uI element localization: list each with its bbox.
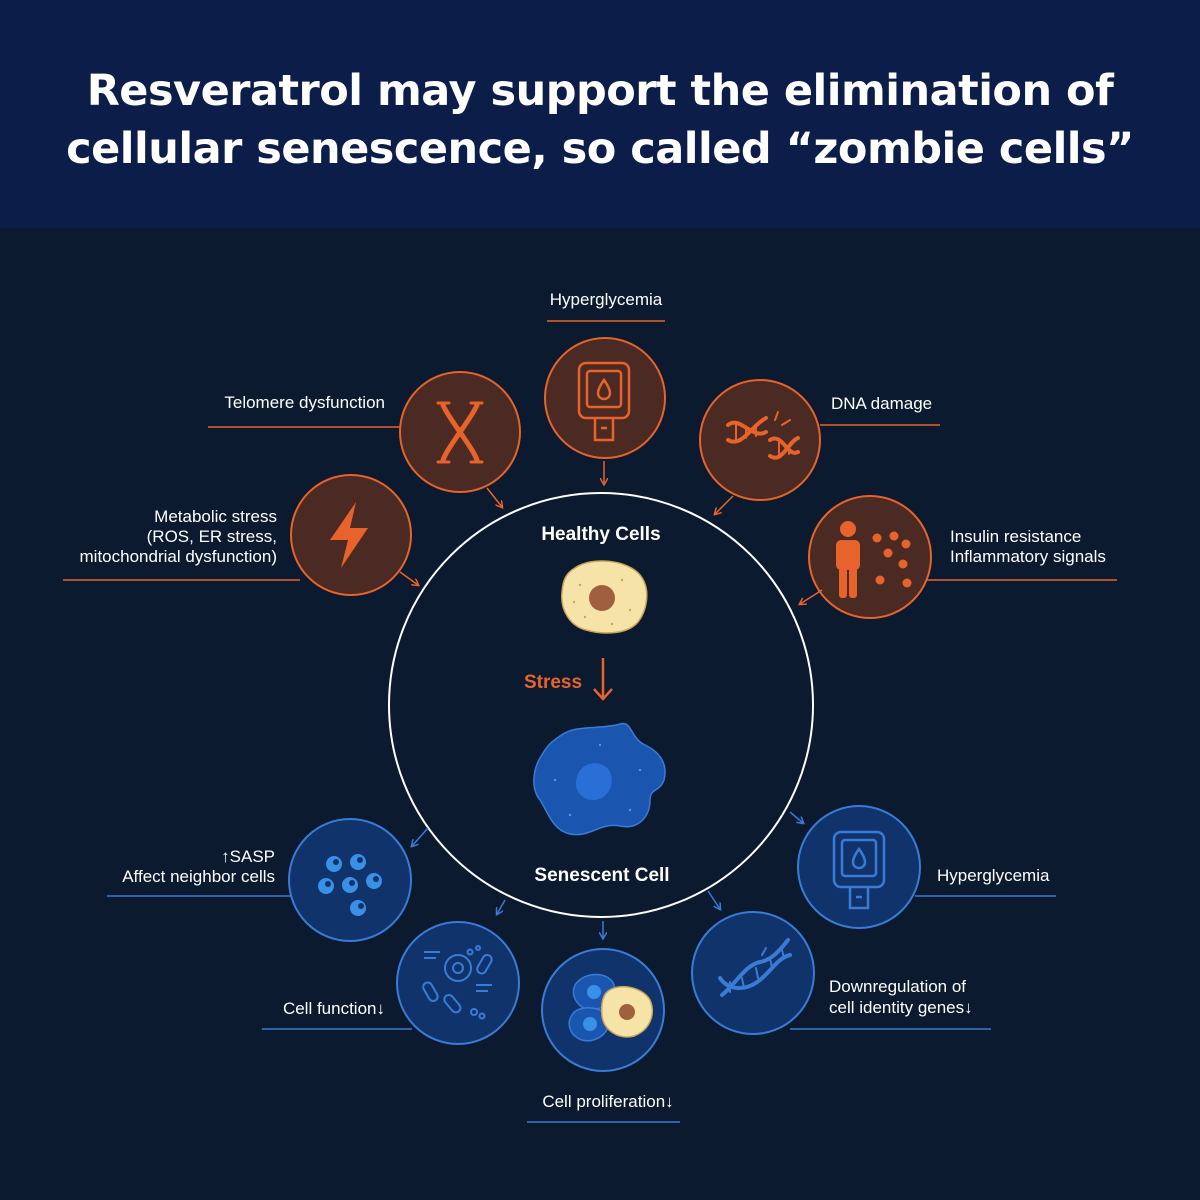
- effect-downregulation: Downregulation of cell identity genes↓: [691, 890, 991, 1035]
- title-line-1: Resveratrol may support the elimination …: [86, 66, 1114, 116]
- senescent-cell-icon: [533, 722, 666, 836]
- effect-cell-function-label: Cell function↓: [283, 999, 385, 1018]
- effect-sasp-label-2: Affect neighbor cells: [122, 867, 275, 886]
- cause-hyperglycemia: Hyperglycemia: [544, 290, 666, 484]
- broken-dna-icon: [726, 411, 800, 460]
- lightning-icon: [330, 502, 368, 568]
- dna-icon: [718, 938, 792, 997]
- effect-downregulation-label-1: Downregulation of: [829, 977, 966, 996]
- glucose-meter-icon: [577, 361, 631, 442]
- stress-label: Stress: [524, 672, 582, 693]
- effect-hyperglycemia: Hyperglycemia: [789, 805, 1056, 929]
- effect-sasp: ↑SASP Affect neighbor cells: [107, 818, 429, 942]
- person-inflammation-icon: [836, 521, 912, 598]
- healthy-cell-icon: [561, 560, 648, 634]
- chromosome-icon: [436, 401, 484, 464]
- cause-telomere-label: Telomere dysfunction: [224, 393, 385, 412]
- healthy-cells-label: Healthy Cells: [541, 524, 660, 545]
- cause-insulin-label-2: Inflammatory signals: [950, 547, 1106, 566]
- stress-arrow-icon: [593, 658, 613, 701]
- effect-downregulation-label-2: cell identity genes↓: [829, 998, 973, 1017]
- cause-hyperglycemia-label: Hyperglycemia: [550, 290, 663, 309]
- cell-cluster-icon: [568, 973, 654, 1042]
- page-title: Resveratrol may support the elimination …: [0, 62, 1200, 178]
- cause-telomere: Telomere dysfunction: [208, 371, 521, 507]
- cause-metabolic-label-3: mitochondrial dysfunction): [80, 547, 277, 566]
- effect-cell-proliferation: Cell proliferation↓: [527, 921, 680, 1123]
- cause-metabolic-label-1: Metabolic stress: [154, 507, 277, 526]
- cause-metabolic-stress: Metabolic stress (ROS, ER stress, mitoch…: [63, 474, 418, 596]
- effect-cell-proliferation-label: Cell proliferation↓: [542, 1092, 673, 1111]
- central-circle: [388, 492, 814, 918]
- cause-insulin-resistance: Insulin resistance Inflammatory signals: [800, 495, 1117, 619]
- cause-insulin-label-1: Insulin resistance: [950, 527, 1081, 546]
- sasp-particles-icon: [318, 854, 382, 916]
- cell-organelles-icon: [422, 945, 493, 1020]
- effect-hyperglycemia-label: Hyperglycemia: [937, 866, 1050, 885]
- glucose-meter-icon: [832, 830, 886, 910]
- title-line-2: cellular senescence, so called “zombie c…: [66, 124, 1134, 174]
- header-banner: Resveratrol may support the elimination …: [0, 0, 1200, 228]
- cause-dna-damage-label: DNA damage: [831, 394, 932, 413]
- effect-cell-function: Cell function↓: [262, 899, 520, 1045]
- effect-sasp-label-1: ↑SASP: [221, 847, 275, 866]
- cause-metabolic-label-2: (ROS, ER stress,: [147, 527, 277, 546]
- cause-dna-damage: DNA damage: [699, 379, 940, 514]
- senescent-cell-label: Senescent Cell: [534, 865, 669, 886]
